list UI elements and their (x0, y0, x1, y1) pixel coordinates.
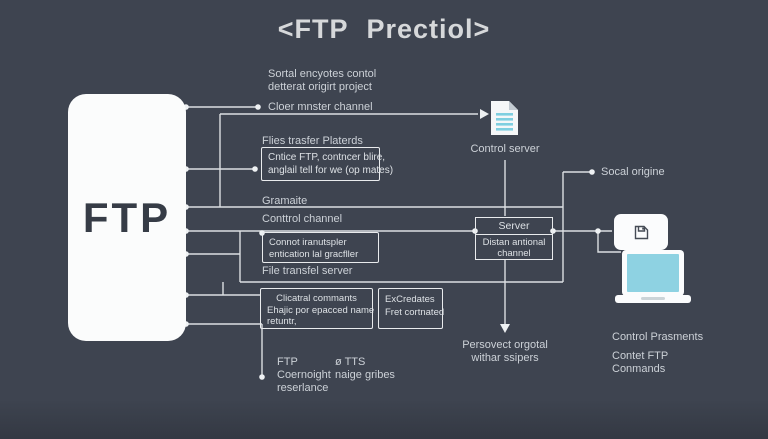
server-node: Server Distan antional channel (475, 217, 553, 260)
connot-box-line2: entication lal gracfller (269, 248, 359, 260)
cntice-box-line1: Cntice FTP, contncer blire, (268, 152, 386, 163)
document-icon (491, 101, 518, 135)
server-node-body: Distan antional channel (476, 235, 552, 259)
clicatral-box-line2: Ehajic por epacced name (267, 304, 375, 316)
excredates-box: ExCredates Fret cortnated (378, 288, 445, 329)
intro-note-line1: Sortal encyotes contol (268, 68, 377, 80)
files-transfer-heading: Flies trasfer Platerds (262, 135, 363, 147)
save-icon (634, 225, 648, 239)
ftp-footnote-line2: Coernoight (277, 369, 331, 381)
persovect-note-line1: Persovect orgotal (462, 339, 548, 351)
persovect-note: Persovect orgotal withar ssipers (445, 339, 565, 365)
ftp-node: FTP (68, 94, 186, 341)
gramaite-label: Gramaite (262, 195, 308, 207)
file-transfer-label: File transfel server (262, 265, 353, 277)
tts-footnote-line2: naige gribes (335, 369, 395, 381)
clicatral-box-line3: retuntr, (267, 316, 297, 327)
control-server-label: Control server (470, 143, 540, 155)
contet-ftp-line1: Contet FTP (612, 350, 669, 362)
laptop-icon (622, 250, 684, 296)
laptop-base (615, 295, 691, 303)
control-prasments-label: Control Prasments (612, 331, 704, 343)
save-card (614, 214, 668, 250)
cntice-box-line2: anglail tell for we (op mates) (268, 164, 394, 176)
excredates-box-line1: ExCredates (385, 294, 435, 305)
control-channel-label: Conttrol channel (262, 213, 343, 225)
tts-footnote-line1: ø TTS (335, 356, 366, 368)
server-node-title: Server (476, 218, 552, 235)
ftp-footnote-line1: FTP (277, 356, 298, 368)
clicatral-box-line1: Clicatral commants (276, 293, 357, 304)
intro-note: Sortal encyotes contol detterat origirt … (268, 68, 376, 94)
connot-box-line1: Connot iranutspler (269, 237, 347, 248)
cntice-box: Cntice FTP, contncer blire, anglail tell… (261, 147, 394, 181)
ftp-footnote-line3: reserlance (277, 382, 329, 394)
excredates-box-line2: Fret cortnated (385, 307, 445, 318)
socal-origine-label: Socal origine (601, 166, 665, 178)
server-node-line1: Distan antional (482, 237, 546, 248)
tts-footnote: ø TTS naige gribes (335, 356, 395, 382)
ftp-node-label: FTP (82, 193, 172, 241)
laptop-screen (627, 254, 679, 292)
laptop-notch (641, 297, 665, 300)
persovect-note-line2: withar ssipers (471, 352, 539, 364)
contet-ftp-line2: Conmands (612, 363, 666, 375)
server-node-line2: channel (497, 248, 531, 259)
clicatral-box: Clicatral commants Ehajic por epacced na… (260, 288, 375, 329)
contet-ftp-note: Contet FTP Conmands (612, 350, 668, 376)
intro-note-line2: detterat origirt project (268, 81, 372, 93)
connot-box: Connot iranutspler entication lal gracfl… (262, 232, 379, 263)
ftp-footnote: FTP Coernoight reserlance (277, 356, 331, 395)
diagram-title: <FTP Prectiol> (277, 14, 491, 44)
cloer-channel-label: Cloer mnster channel (268, 101, 373, 113)
